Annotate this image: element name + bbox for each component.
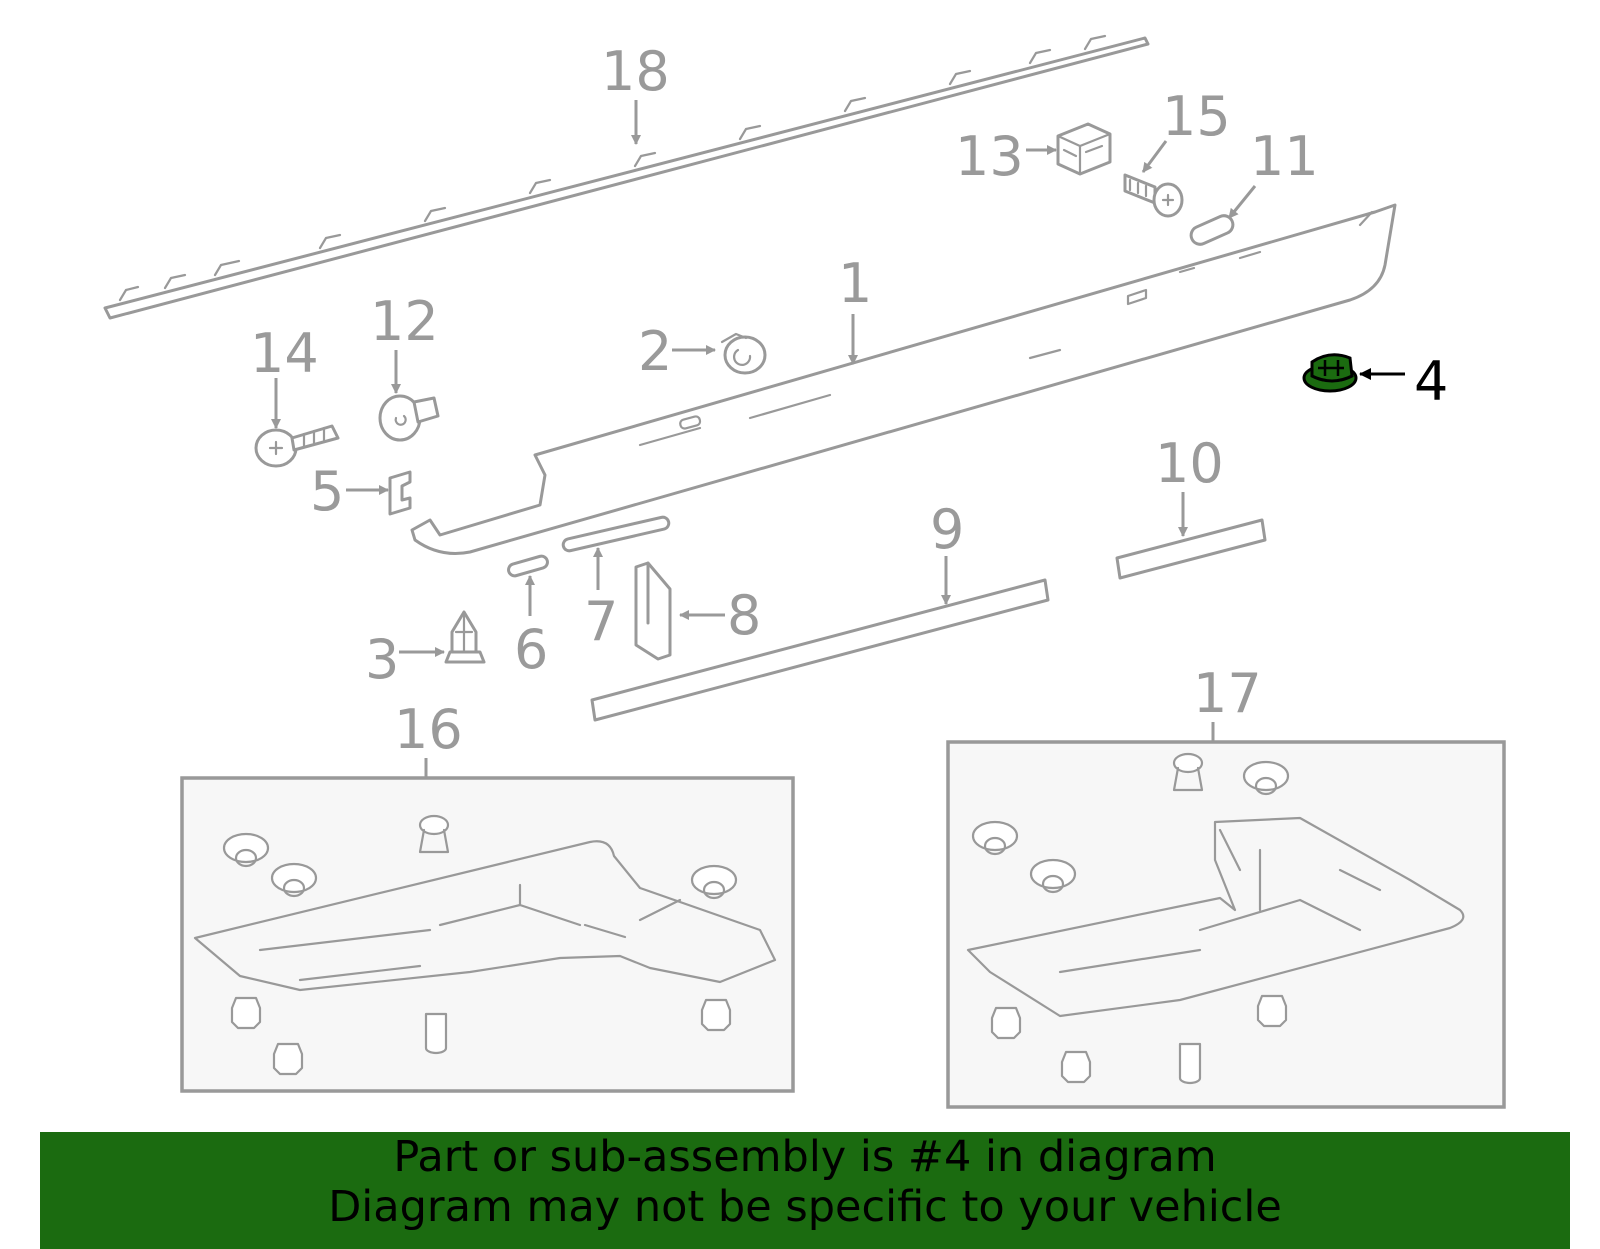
callout-17: 17	[1193, 662, 1262, 725]
part-14-screw	[254, 424, 340, 468]
callout-3: 3	[365, 628, 399, 691]
part-15-screw	[1123, 173, 1184, 218]
part-4-grommet-highlighted	[1302, 353, 1358, 393]
callout-15: 15	[1162, 85, 1231, 148]
part-5-bracket	[388, 470, 412, 516]
arrow-11	[1227, 185, 1257, 219]
callout-2: 2	[638, 320, 672, 383]
part-17-underbody-cover-panel	[946, 722, 1506, 1109]
part-12-push-clip	[378, 394, 440, 442]
callout-11: 11	[1250, 125, 1319, 188]
callout-8: 8	[727, 584, 761, 647]
callout-13: 13	[955, 125, 1024, 188]
part-13-clip	[1056, 122, 1112, 176]
part-1-rocker-panel	[410, 203, 1397, 555]
part-6-pad	[507, 554, 549, 578]
banner-line-2: Diagram may not be specific to your vehi…	[328, 1182, 1282, 1232]
callout-7: 7	[584, 590, 618, 653]
part-3-fastener	[444, 610, 486, 664]
callout-14: 14	[250, 322, 319, 385]
callout-16: 16	[394, 698, 463, 761]
callout-4: 4	[1414, 350, 1448, 413]
arrow-15	[1141, 140, 1168, 173]
info-banner: Part or sub-assembly is #4 in diagram Di…	[40, 1132, 1570, 1249]
callout-5: 5	[310, 460, 344, 523]
part-18-molding-strip	[103, 34, 1150, 320]
part-11-pad	[1189, 214, 1235, 246]
banner-line-1: Part or sub-assembly is #4 in diagram	[393, 1132, 1217, 1182]
part-10-strip	[1115, 518, 1267, 580]
part-8-block	[634, 561, 672, 661]
callout-18: 18	[601, 40, 670, 103]
callout-6: 6	[514, 618, 548, 681]
callout-9: 9	[930, 498, 964, 561]
part-9-strip	[590, 578, 1050, 722]
callout-1: 1	[838, 252, 872, 315]
callout-10: 10	[1155, 432, 1224, 495]
part-7-pad	[561, 515, 671, 553]
callout-12: 12	[370, 290, 439, 353]
part-2-clip	[720, 332, 767, 375]
part-16-underbody-cover-panel	[180, 758, 795, 1093]
